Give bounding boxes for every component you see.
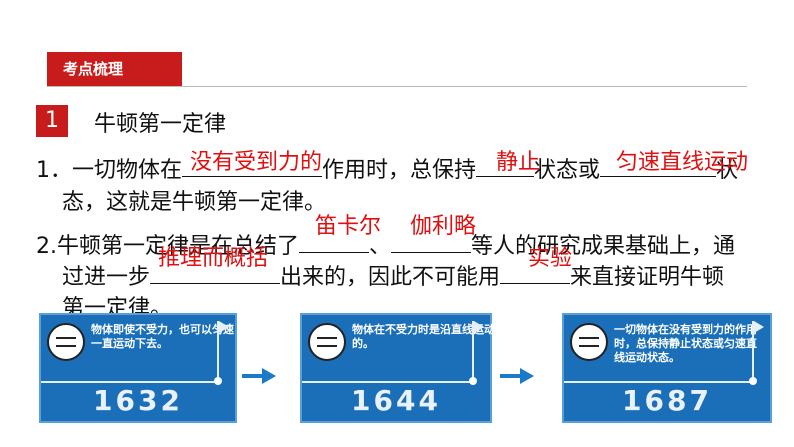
q1-blank-1	[182, 154, 322, 177]
section-number: 1	[36, 105, 68, 137]
flag-icon	[474, 321, 484, 333]
timeline-card-1687: 一切物体在没有受到力的作用时，总保持静止状态或匀速直线运动状态。 1687	[562, 313, 772, 423]
timeline-dot	[749, 377, 757, 385]
timeline-year: 1687	[622, 384, 712, 417]
flag-icon	[754, 321, 764, 333]
q2-text-5: 出来的，因此不可能用	[280, 265, 501, 290]
q1-text-2: 作用时，总保持	[322, 158, 477, 183]
q2-text-3: 等人的研究成果基础上，通	[471, 234, 736, 259]
answer-2: 静止	[496, 150, 541, 175]
answer-1: 没有受到力的	[190, 150, 323, 175]
scientist-portrait-icon	[308, 323, 346, 361]
timeline-divider	[302, 381, 470, 383]
arrow-shaft	[242, 374, 262, 378]
timeline-quote: 物体在不受力时是沿直线运动的。	[352, 323, 495, 350]
arrow-right-icon	[520, 368, 534, 384]
question-2-line-1: 2.牛顿第一定律是在总结了 、 等人的研究成果基础上，通	[36, 228, 735, 260]
banner-divider	[47, 86, 747, 87]
timeline-year: 1632	[93, 384, 183, 417]
q2-blank-1	[299, 230, 369, 253]
timeline-divider	[41, 381, 215, 383]
q2-text-2: 、	[369, 234, 392, 259]
q2-blank-2	[391, 230, 472, 253]
q1-blank-2	[476, 154, 535, 177]
answer-7: 实验	[528, 246, 573, 271]
timeline-dot	[469, 377, 477, 385]
flag-pole-icon	[472, 321, 474, 383]
q2-text-4: 过进一步	[62, 265, 151, 290]
q2-text-1: 2.牛顿第一定律是在总结了	[36, 234, 299, 259]
flag-pole-icon	[752, 321, 754, 383]
q1-text-5: 态，这就是牛顿第一定律。	[62, 190, 327, 215]
section-banner: 考点梳理	[47, 52, 182, 86]
arrow-shaft	[500, 374, 520, 378]
timeline-quote: 一切物体在没有受到力的作用时，总保持静止状态或匀速直线运动状态。	[614, 323, 757, 364]
q1-text-3: 状态或	[534, 158, 601, 183]
section-title: 牛顿第一定律	[94, 112, 227, 137]
timeline-card-1632: 物体即使不受力，也可以匀速一直运动下去。 1632	[39, 313, 237, 423]
timeline-card-1644: 物体在不受力时是沿直线运动的。 1644	[300, 313, 495, 423]
flag-pole-icon	[217, 321, 219, 383]
timeline-divider	[564, 381, 750, 383]
q1-blank-3	[600, 154, 717, 177]
q2-text-6: 来直接证明牛顿	[570, 265, 725, 290]
q2-blank-3	[150, 261, 281, 284]
arrow-right-icon	[262, 368, 276, 384]
timeline-year: 1644	[351, 384, 441, 417]
flag-icon	[219, 321, 229, 333]
timeline-quote: 物体即使不受力，也可以匀速一直运动下去。	[91, 323, 234, 350]
scientist-portrait-icon	[47, 323, 85, 361]
q1-text-1: 1．一切物体在	[36, 158, 182, 183]
question-1-line-1: 1．一切物体在 作用时，总保持 状态或 状	[36, 152, 738, 184]
q2-blank-4	[500, 261, 571, 284]
question-2-line-2: 过进一步 出来的，因此不可能用 来直接证明牛顿	[62, 259, 724, 291]
answer-5: 伽利略	[410, 214, 477, 239]
scientist-portrait-icon	[570, 323, 608, 361]
timeline-dot	[214, 377, 222, 385]
answer-4: 笛卡尔	[315, 214, 382, 239]
q1-text-4: 状	[716, 158, 739, 183]
answer-6: 推理而概括	[158, 246, 269, 271]
question-1-line-2: 态，这就是牛顿第一定律。	[62, 184, 326, 216]
answer-3: 匀速直线运动	[616, 150, 749, 175]
